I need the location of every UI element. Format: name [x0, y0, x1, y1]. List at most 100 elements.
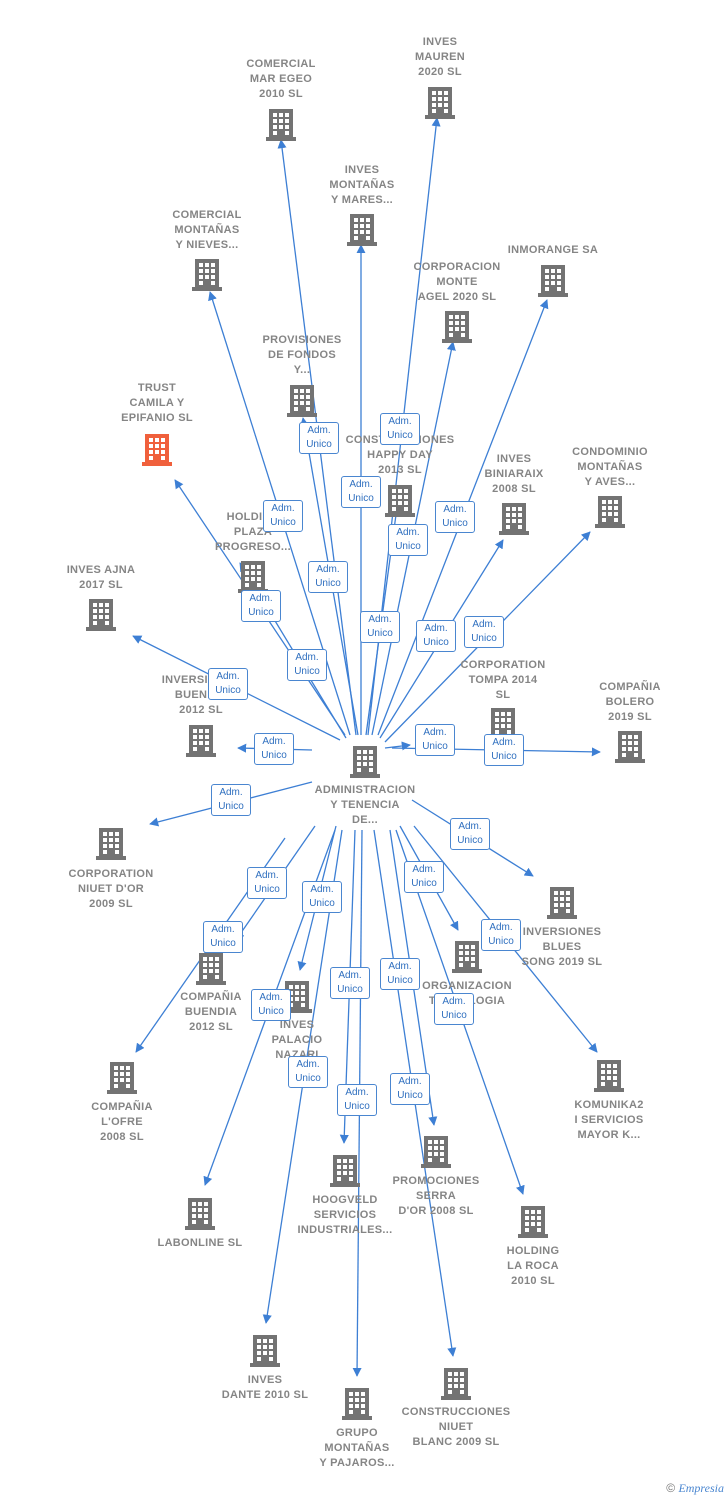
- company-label[interactable]: HOOGVELD SERVICIOS INDUSTRIALES...: [275, 1193, 415, 1238]
- company-node-hoogveld-servicios-industriales[interactable]: [330, 1153, 360, 1192]
- building-icon: [615, 729, 645, 763]
- building-icon: [238, 559, 268, 593]
- company-label[interactable]: COMPAÑIA L'OFRE 2008 SL: [52, 1100, 192, 1145]
- company-name: COMPAÑIA L'OFRE 2008 SL: [91, 1101, 153, 1143]
- company-label[interactable]: TRUST CAMILA Y EPIFANIO SL: [87, 381, 227, 426]
- building-icon: [107, 1060, 137, 1094]
- company-label[interactable]: INVERSIONES BLUES SONG 2019 SL: [492, 925, 632, 970]
- company-name: INVES BINIARAIX 2008 SL: [484, 453, 544, 495]
- company-node-construcciones-happy-day-2013-sl[interactable]: [385, 483, 415, 522]
- company-node-compa-ia-buendia-2012-sl[interactable]: [196, 951, 226, 990]
- building-icon: [192, 257, 222, 291]
- company-name: COMPAÑIA BUENDIA 2012 SL: [180, 991, 242, 1033]
- company-label[interactable]: INVES DANTE 2010 SL: [195, 1373, 335, 1403]
- company-node-organizacion-tecnologia[interactable]: [452, 939, 482, 978]
- company-node-comercial-mar-egeo-2010-sl[interactable]: [266, 107, 296, 146]
- company-label[interactable]: INVES BINIARAIX 2008 SL: [444, 452, 584, 497]
- company-node-komunika2-i-servicios-mayor-k[interactable]: [594, 1058, 624, 1097]
- company-node-corporation-niuet-d-or-2009-sl[interactable]: [96, 826, 126, 865]
- company-label[interactable]: COMPAÑIA BOLERO 2019 SL: [560, 680, 700, 725]
- company-node-condominio-monta-as-y-aves[interactable]: [595, 494, 625, 533]
- company-label[interactable]: COMERCIAL MAR EGEO 2010 SL: [211, 57, 351, 102]
- building-icon: [425, 85, 455, 119]
- company-node-compa-ia-l-ofre-2008-sl[interactable]: [107, 1060, 137, 1099]
- building-icon: [594, 1058, 624, 1092]
- company-name: GRUPO MONTAÑAS Y PAJAROS...: [319, 1427, 395, 1469]
- company-label[interactable]: PROMOCIONES SERRA D'OR 2008 SL: [366, 1174, 506, 1219]
- company-node-inmorange-sa[interactable]: [538, 263, 568, 302]
- role-label-adm-unico: Adm. Unico: [360, 611, 400, 643]
- company-name: HOOGVELD SERVICIOS INDUSTRIALES...: [297, 1194, 393, 1236]
- role-label-adm-unico: Adm. Unico: [450, 818, 490, 850]
- building-icon: [421, 1134, 451, 1168]
- center-company-node[interactable]: ADMINISTRACION Y TENENCIA DE...: [305, 744, 425, 828]
- building-icon: [342, 1386, 372, 1420]
- company-node-inves-monta-as-y-mares[interactable]: [347, 212, 377, 251]
- company-name: CONSTRUCCIONES NIUET BLANC 2009 SL: [401, 1406, 511, 1448]
- company-label[interactable]: COMERCIAL MONTAÑAS Y NIEVES...: [137, 208, 277, 253]
- company-label[interactable]: CONSTRUCCIONES NIUET BLANC 2009 SL: [386, 1405, 526, 1450]
- company-node-comercial-monta-as-y-nieves[interactable]: [192, 257, 222, 296]
- building-icon: [347, 212, 377, 246]
- company-name: COMERCIAL MONTAÑAS Y NIEVES...: [172, 209, 242, 251]
- company-label[interactable]: INVES MAUREN 2020 SL: [370, 35, 510, 80]
- company-node-grupo-monta-as-y-pajaros[interactable]: [342, 1386, 372, 1425]
- company-label[interactable]: HOLDING LA ROCA 2010 SL: [463, 1244, 603, 1289]
- company-label[interactable]: CORPORACION MONTE AGEL 2020 SL: [387, 260, 527, 305]
- company-label[interactable]: INMORANGE SA: [483, 243, 623, 258]
- company-label[interactable]: LABONLINE SL: [130, 1236, 270, 1251]
- role-label-adm-unico: Adm. Unico: [481, 919, 521, 951]
- company-node-inves-dante-2010-sl[interactable]: [250, 1333, 280, 1372]
- company-node-inves-mauren-2020-sl[interactable]: [425, 85, 455, 124]
- role-label-adm-unico: Adm. Unico: [416, 620, 456, 652]
- company-name: INVES MONTAÑAS Y MARES...: [329, 164, 395, 206]
- role-label-adm-unico: Adm. Unico: [254, 733, 294, 765]
- company-node-promociones-serra-d-or-2008-sl[interactable]: [421, 1134, 451, 1173]
- building-icon: [86, 597, 116, 631]
- company-node-inves-ajna-2017-sl[interactable]: [86, 597, 116, 636]
- company-label[interactable]: PROVISIONES DE FONDOS Y...: [232, 333, 372, 378]
- role-label-adm-unico: Adm. Unico: [337, 1084, 377, 1116]
- company-label[interactable]: CORPORATION NIUET D'OR 2009 SL: [41, 867, 181, 912]
- company-name: INVES AJNA 2017 SL: [66, 564, 136, 591]
- company-label[interactable]: INVERSIONES BUENDIA 2012 SL: [131, 673, 271, 718]
- company-node-provisiones-de-fondos-y[interactable]: [287, 383, 317, 422]
- building-icon: [385, 483, 415, 517]
- company-node-inversiones-buendia-2012-sl[interactable]: [186, 723, 216, 762]
- building-icon: [499, 501, 529, 535]
- company-label[interactable]: CORPORATION TOMPA 2014 SL: [433, 658, 573, 703]
- role-label-adm-unico: Adm. Unico: [380, 413, 420, 445]
- role-label-adm-unico: Adm. Unico: [435, 501, 475, 533]
- company-node-corporacion-monte-agel-2020-sl[interactable]: [442, 309, 472, 348]
- company-name: INVERSIONES BUENDIA 2012 SL: [161, 674, 241, 716]
- company-node-holding-la-roca-2010-sl[interactable]: [518, 1204, 548, 1243]
- building-icon: [350, 744, 380, 778]
- building-icon: [518, 1204, 548, 1238]
- company-node-construcciones-niuet-blanc-2009-sl[interactable]: [441, 1366, 471, 1405]
- brand-name: Empresia: [678, 1481, 724, 1495]
- company-name: COMPAÑIA BOLERO 2019 SL: [599, 681, 661, 723]
- role-label-adm-unico: Adm. Unico: [464, 616, 504, 648]
- building-icon: [538, 263, 568, 297]
- company-label[interactable]: CONDOMINIO MONTAÑAS Y AVES...: [540, 445, 680, 490]
- company-label[interactable]: COMPAÑIA BUENDIA 2012 SL: [141, 990, 281, 1035]
- company-node-trust-camila-y-epifanio-sl[interactable]: [142, 432, 172, 471]
- role-label-adm-unico: Adm. Unico: [390, 1073, 430, 1105]
- role-label-adm-unico: Adm. Unico: [330, 967, 370, 999]
- company-node-inves-biniaraix-2008-sl[interactable]: [499, 501, 529, 540]
- company-label[interactable]: INVES MONTAÑAS Y MARES...: [292, 163, 432, 208]
- building-icon: [96, 826, 126, 860]
- role-label-adm-unico: Adm. Unico: [388, 524, 428, 556]
- company-label[interactable]: KOMUNIKA2 I SERVICIOS MAYOR K...: [539, 1098, 679, 1143]
- company-node-compa-ia-bolero-2019-sl[interactable]: [615, 729, 645, 768]
- role-label-adm-unico: Adm. Unico: [380, 958, 420, 990]
- building-icon: [266, 107, 296, 141]
- company-name: CORPORATION NIUET D'OR 2009 SL: [68, 868, 154, 910]
- role-label-adm-unico: Adm. Unico: [484, 734, 524, 766]
- company-label[interactable]: INVES AJNA 2017 SL: [31, 563, 171, 593]
- company-node-inversiones-blues-song-2019-sl[interactable]: [547, 885, 577, 924]
- center-company-label: ADMINISTRACION Y TENENCIA DE...: [314, 784, 416, 826]
- company-label[interactable]: GRUPO MONTAÑAS Y PAJAROS...: [287, 1426, 427, 1471]
- company-node-labonline-sl[interactable]: [185, 1196, 215, 1235]
- role-label-adm-unico: Adm. Unico: [251, 989, 291, 1021]
